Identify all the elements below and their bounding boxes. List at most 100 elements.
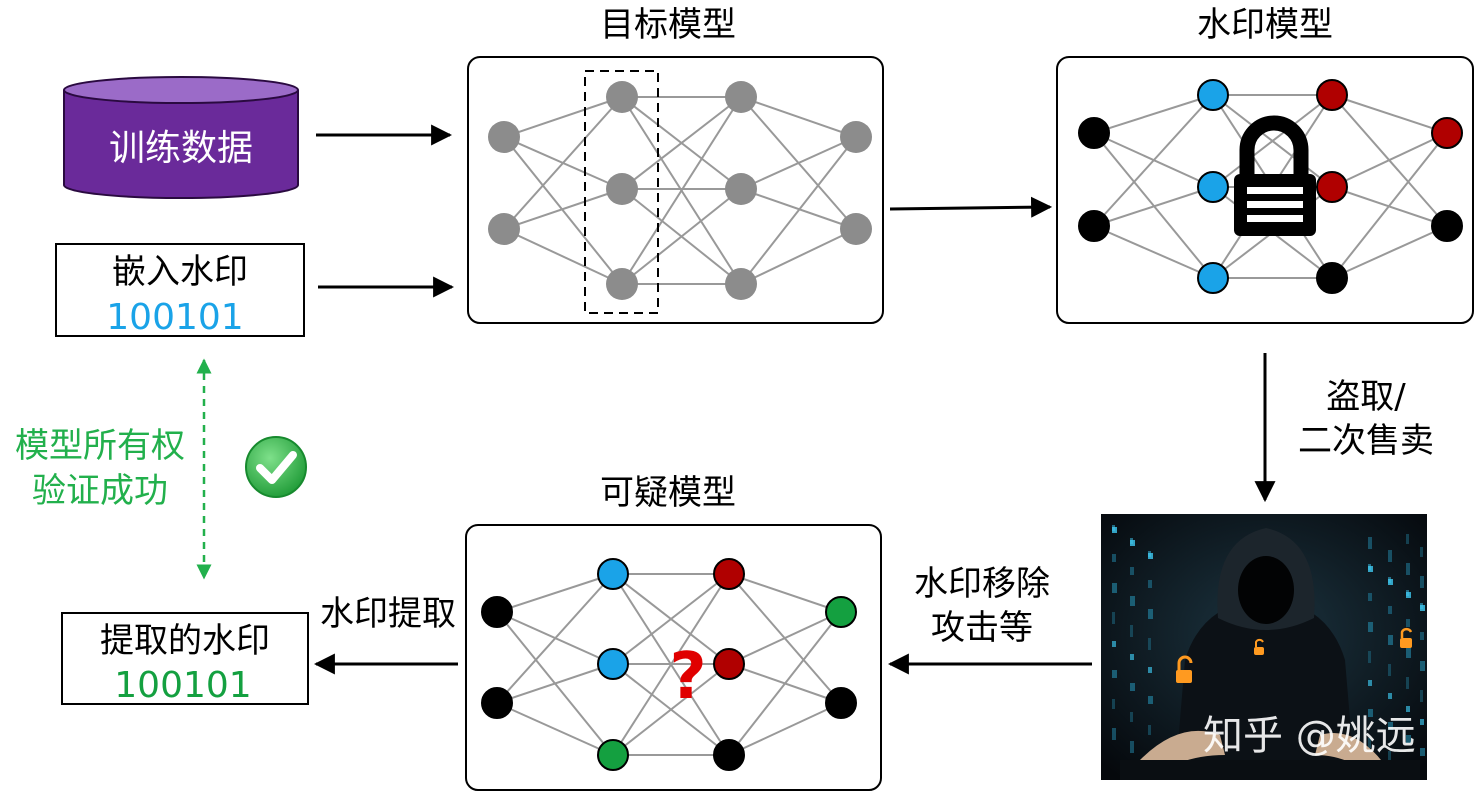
network-edge bbox=[1331, 132, 1448, 279]
code-rain-glyph bbox=[1368, 593, 1372, 601]
embed-watermark-label: 嵌入水印 bbox=[112, 252, 248, 292]
code-rain-glyph bbox=[1130, 683, 1135, 691]
network-node bbox=[725, 81, 757, 113]
open-lock-icon bbox=[1176, 655, 1193, 683]
code-rain-glyph bbox=[1368, 537, 1372, 549]
code-rain-glyph bbox=[1406, 648, 1411, 658]
network-node bbox=[1078, 117, 1110, 149]
network-edge bbox=[496, 663, 614, 704]
code-rain-glyph bbox=[1388, 550, 1392, 562]
code-rain-glyph bbox=[1406, 706, 1410, 712]
code-rain-glyph bbox=[1130, 596, 1135, 606]
network-edge bbox=[621, 188, 742, 285]
code-rain-glyph bbox=[1388, 722, 1393, 730]
code-rain-glyph bbox=[1148, 725, 1151, 735]
open-lock-icon bbox=[1400, 627, 1413, 648]
code-rain bbox=[1112, 525, 1425, 766]
network-node bbox=[606, 268, 638, 300]
network-node bbox=[840, 121, 872, 153]
code-rain-glyph bbox=[1406, 563, 1410, 575]
network-node bbox=[481, 596, 513, 628]
network-node bbox=[825, 596, 857, 628]
code-rain-glyph bbox=[1130, 567, 1134, 575]
code-rain-glyph bbox=[1112, 527, 1117, 533]
code-rain-glyph bbox=[1368, 622, 1373, 632]
code-rain-glyph bbox=[1420, 547, 1423, 557]
extracted-watermark-code: 100101 bbox=[114, 665, 251, 706]
network-edge bbox=[503, 188, 623, 230]
training-data-label: 训练数据 bbox=[109, 128, 253, 169]
network-edge bbox=[612, 573, 730, 756]
code-rain-glyph bbox=[1388, 635, 1393, 645]
code-rain-glyph bbox=[1112, 641, 1116, 647]
suspect-network bbox=[481, 558, 857, 771]
padlock-icon bbox=[1234, 115, 1316, 236]
code-rain-glyph bbox=[1368, 680, 1372, 686]
code-rain-glyph bbox=[1388, 606, 1392, 614]
network-edge bbox=[1331, 225, 1448, 279]
target-model-title: 目标模型 bbox=[600, 5, 736, 45]
code-rain-glyph bbox=[1112, 554, 1116, 562]
code-rain-glyph bbox=[1130, 712, 1133, 722]
attack-label-line1: 水印移除 bbox=[914, 564, 1050, 604]
code-rain-glyph bbox=[1148, 638, 1151, 650]
network-edge bbox=[621, 96, 742, 285]
extracted-watermark-label: 提取的水印 bbox=[100, 621, 270, 661]
code-rain-glyph bbox=[1420, 748, 1425, 756]
network-edge bbox=[612, 573, 730, 665]
code-rain-glyph bbox=[1148, 609, 1153, 619]
network-node bbox=[1197, 171, 1229, 203]
network-node bbox=[840, 213, 872, 245]
target-network bbox=[488, 81, 872, 300]
code-rain-glyph bbox=[1406, 534, 1409, 544]
attack-label-line2: 攻击等 bbox=[931, 608, 1033, 648]
code-rain-glyph bbox=[1368, 709, 1373, 717]
check-circle-icon bbox=[245, 436, 307, 498]
network-edge bbox=[1093, 186, 1214, 227]
network-node bbox=[488, 213, 520, 245]
watermark-network bbox=[1078, 79, 1463, 294]
network-edge bbox=[503, 136, 623, 285]
code-rain-glyph bbox=[1388, 579, 1393, 585]
network-node bbox=[713, 739, 745, 771]
verify-label-line2: 验证成功 bbox=[32, 471, 168, 511]
code-rain-glyph bbox=[1406, 677, 1409, 689]
code-rain-glyph bbox=[1112, 728, 1116, 740]
network-edge bbox=[728, 611, 842, 756]
network-node bbox=[481, 687, 513, 719]
code-rain-glyph bbox=[1112, 583, 1117, 593]
extracted-watermark-box: 提取的水印 100101 bbox=[61, 612, 309, 706]
embed-watermark-box: 嵌入水印 100101 bbox=[55, 243, 305, 338]
code-rain-glyph bbox=[1112, 699, 1115, 709]
code-rain-glyph bbox=[1368, 566, 1373, 572]
steal-label-line2: 二次售卖 bbox=[1298, 421, 1434, 461]
network-edge bbox=[621, 96, 742, 190]
network-edge bbox=[740, 136, 857, 285]
network-edge bbox=[740, 228, 857, 285]
network-node bbox=[606, 81, 638, 113]
code-rain-glyph bbox=[1130, 625, 1133, 637]
network-node bbox=[597, 648, 629, 680]
network-edge bbox=[1093, 94, 1214, 134]
network-edge bbox=[1093, 225, 1214, 279]
watermark-layer-dashed-box bbox=[584, 70, 659, 314]
code-rain-glyph bbox=[1112, 612, 1115, 624]
code-rain-glyph bbox=[1406, 735, 1411, 743]
code-rain-glyph bbox=[1420, 719, 1424, 725]
steal-label-line1: 盗取/ bbox=[1326, 377, 1406, 417]
code-rain-glyph bbox=[1420, 605, 1425, 611]
network-node bbox=[1078, 210, 1110, 242]
network-node bbox=[725, 173, 757, 205]
network-node bbox=[713, 558, 745, 590]
network-node bbox=[825, 687, 857, 719]
watermark-extract-label: 水印提取 bbox=[320, 594, 456, 634]
suspect-model-title: 可疑模型 bbox=[600, 473, 736, 513]
code-rain-glyph bbox=[1388, 751, 1391, 761]
network-edge bbox=[1212, 94, 1333, 188]
code-rain-glyph bbox=[1148, 696, 1153, 704]
code-rain-glyph bbox=[1148, 580, 1152, 588]
code-rain-glyph bbox=[1388, 693, 1392, 699]
network-edge bbox=[496, 702, 614, 756]
code-rain-glyph bbox=[1420, 576, 1424, 588]
